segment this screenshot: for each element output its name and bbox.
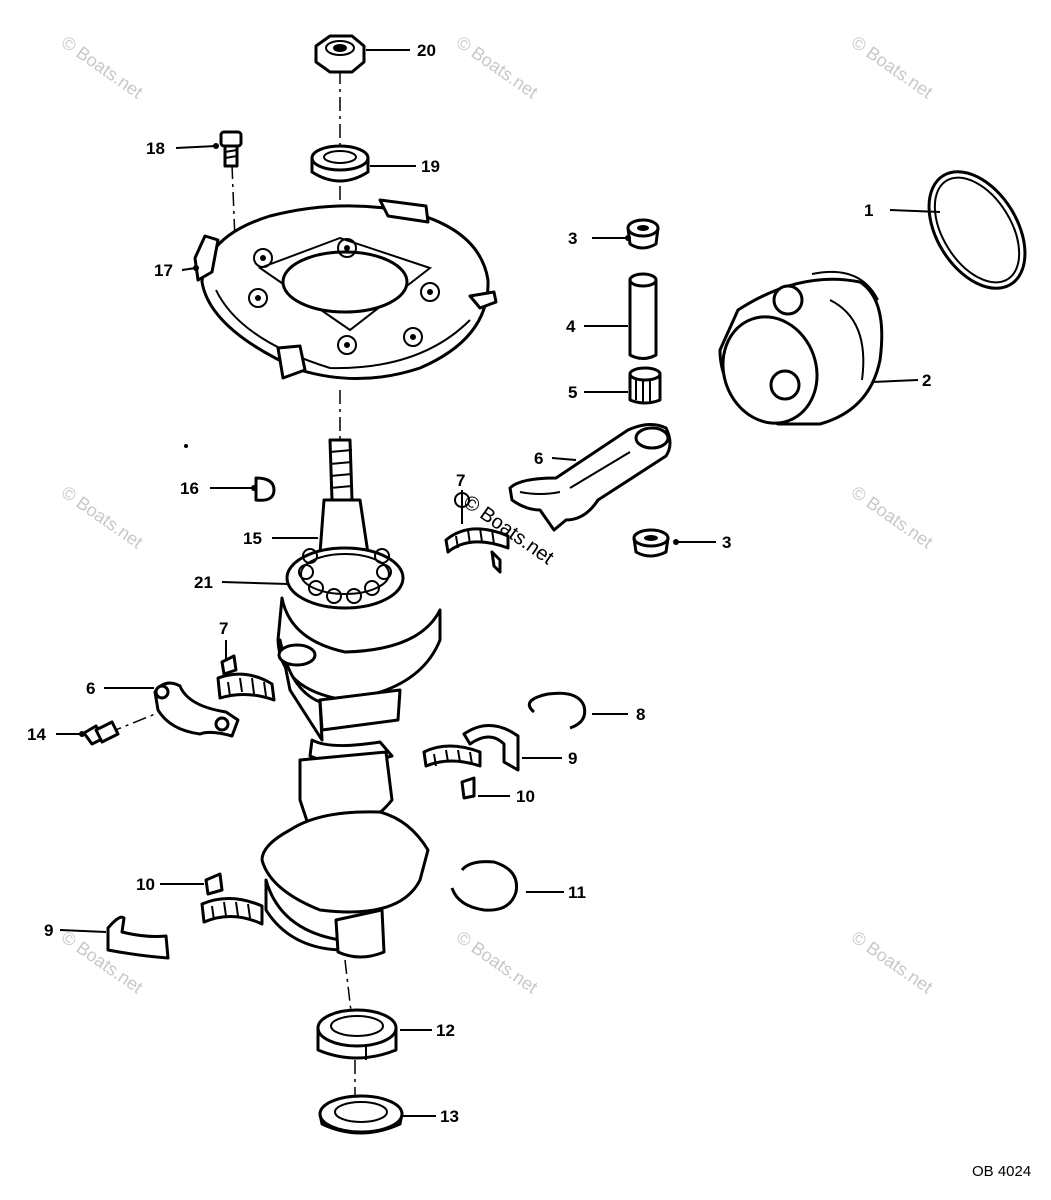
- part-2-piston: [718, 270, 884, 426]
- part-5-needle-bearing: [628, 366, 662, 405]
- callout-3-top: 3: [568, 229, 577, 248]
- part-8-retaining-ring: [527, 691, 587, 730]
- watermark: © Boats.net: [453, 32, 542, 102]
- callout-3-bottom: 3: [722, 533, 731, 552]
- part-1-piston-ring: [927, 170, 1027, 290]
- part-16-key: [184, 444, 276, 502]
- callout-10-right: 10: [516, 787, 535, 806]
- callout-13: 13: [440, 1107, 459, 1126]
- part-4-wrist-pin: [628, 272, 658, 360]
- callout-6-rod: 6: [534, 449, 543, 468]
- part-6-rod-cap: [153, 681, 240, 738]
- part-7-bearing-cage-upper: [444, 527, 510, 574]
- callout-20: 20: [417, 41, 436, 60]
- callout-16: 16: [180, 479, 199, 498]
- callout-7-upper: 7: [456, 471, 465, 490]
- part-12-roller-bearing: [316, 1008, 398, 1060]
- part-18-screw: [219, 130, 243, 168]
- part-6-connecting-rod: [508, 423, 672, 532]
- part-19-seal: [310, 144, 370, 183]
- watermark: © Boats.net: [453, 927, 542, 997]
- part-9-bearing-race-right: [462, 724, 520, 772]
- callout-11: 11: [568, 883, 586, 902]
- leader-lines: [56, 49, 941, 1117]
- callout-6-cap: 6: [86, 679, 95, 698]
- callout-9-right: 9: [568, 749, 577, 768]
- callout-8: 8: [636, 705, 645, 724]
- part-20-nut: [314, 34, 366, 74]
- callout-12: 12: [436, 1021, 455, 1040]
- part-15-crankshaft: [260, 438, 442, 959]
- callout-14: 14: [27, 725, 46, 744]
- watermark: © Boats.net: [58, 32, 147, 102]
- diagram-code: OB 4024: [972, 1163, 1031, 1180]
- part-3-bushing-top: [626, 218, 660, 250]
- callout-19: 19: [421, 157, 440, 176]
- watermark: © Boats.net: [848, 32, 937, 102]
- part-11-retaining-ring: [450, 860, 519, 912]
- callout-1: 1: [864, 201, 873, 220]
- callout-17: 17: [154, 261, 173, 280]
- callout-4: 4: [566, 317, 576, 336]
- callout-5: 5: [568, 383, 577, 402]
- part-10-needle-cage-right: [422, 744, 482, 800]
- watermark: © Boats.net: [848, 482, 937, 552]
- part-9-bearing-race-left: [106, 915, 170, 960]
- callout-21: 21: [194, 573, 213, 592]
- watermark: © Boats.net: [848, 927, 937, 997]
- part-3-bushing-bottom: [632, 528, 670, 558]
- callout-18: 18: [146, 139, 165, 158]
- callout-labels: 20 19 18 17 1 2 3 4 5 6 3 7 16 15 21 7 6…: [27, 41, 931, 1126]
- part-10-needle-cage-left: [200, 872, 264, 926]
- callout-10-left: 10: [136, 875, 155, 894]
- part-14-bolt: [82, 720, 120, 746]
- part-13-seal: [318, 1094, 404, 1135]
- callout-15: 15: [243, 529, 262, 548]
- part-7-bearing-cage-lower: [216, 654, 276, 702]
- callout-9-left: 9: [44, 921, 53, 940]
- part-17-stator-plate: [193, 198, 498, 380]
- callout-7-lower: 7: [219, 619, 228, 638]
- watermark: © Boats.net: [58, 482, 147, 552]
- callout-2: 2: [922, 371, 931, 390]
